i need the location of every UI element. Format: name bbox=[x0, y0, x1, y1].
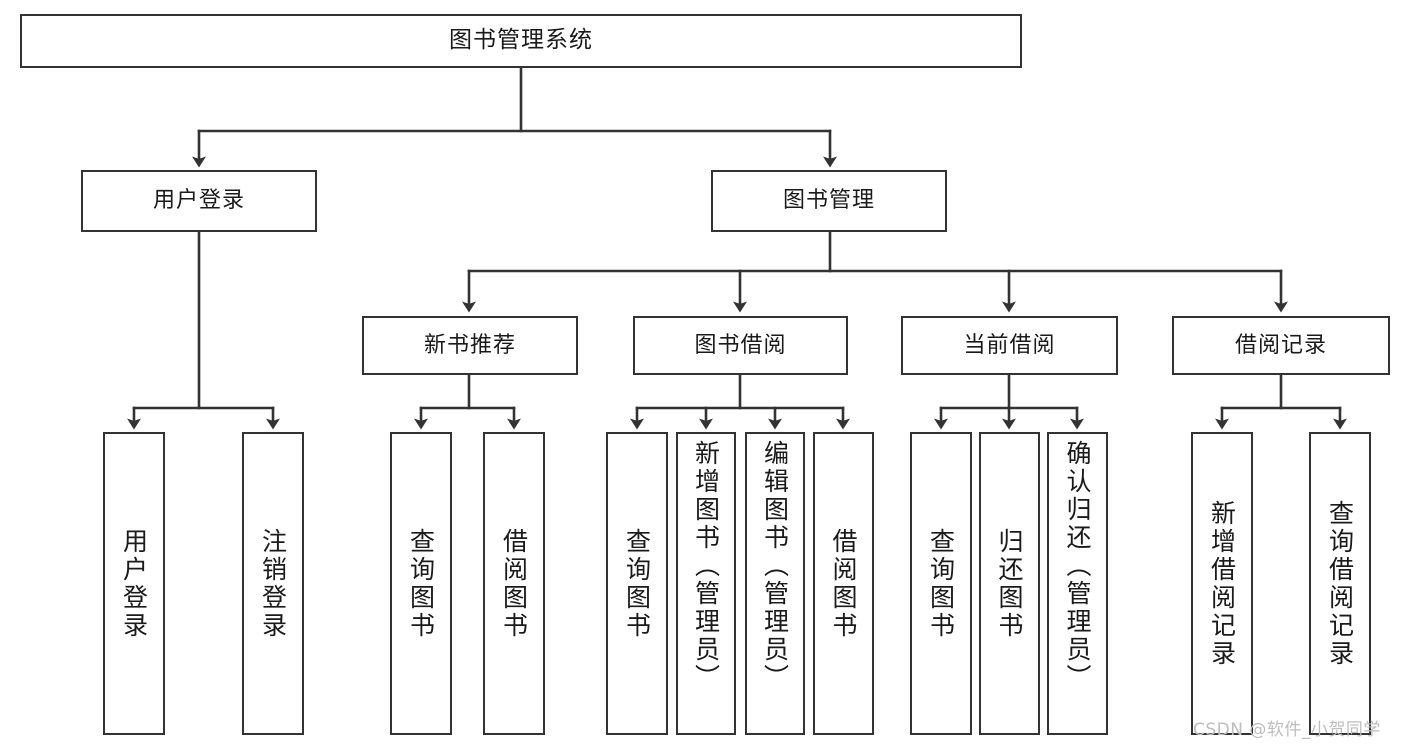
node-new-book-recommend[interactable]: 新书推荐 bbox=[362, 316, 578, 375]
leaf-new-query-book[interactable]: 查询图书 bbox=[390, 432, 452, 735]
leaf-new-borrow-book[interactable]: 借阅图书 bbox=[483, 432, 545, 735]
leaf-current-query-book[interactable]: 查询图书 bbox=[910, 432, 972, 735]
node-book-borrow[interactable]: 图书借阅 bbox=[633, 316, 848, 375]
node-book-management-label: 图书管理 bbox=[782, 188, 875, 214]
node-user-login[interactable]: 用户登录 bbox=[81, 170, 317, 232]
leaf-edit-book-admin[interactable]: 编辑图书（管理员） bbox=[745, 432, 805, 735]
leaf-borrow-book-label: 借阅图书 bbox=[829, 527, 858, 640]
leaf-new-query-book-label: 查询图书 bbox=[406, 527, 436, 640]
leaf-borrow-query-book-label: 查询图书 bbox=[622, 527, 652, 640]
node-root[interactable]: 图书管理系统 bbox=[20, 14, 1022, 68]
leaf-new-borrow-book-label: 借阅图书 bbox=[499, 527, 529, 640]
leaf-return-book[interactable]: 归还图书 bbox=[979, 432, 1040, 735]
node-root-label: 图书管理系统 bbox=[449, 27, 593, 54]
leaf-confirm-return-admin[interactable]: 确认归还（管理员） bbox=[1047, 432, 1108, 735]
leaf-current-query-book-label: 查询图书 bbox=[926, 527, 956, 640]
node-current-borrow-label: 当前借阅 bbox=[963, 332, 1056, 358]
leaf-edit-book-admin-label: 编辑图书（管理员） bbox=[760, 440, 790, 692]
leaf-query-borrow-record-label: 查询借阅记录 bbox=[1325, 499, 1355, 668]
node-current-borrow[interactable]: 当前借阅 bbox=[901, 316, 1118, 375]
leaf-add-borrow-record-label: 新增借阅记录 bbox=[1207, 499, 1237, 668]
node-new-book-recommend-label: 新书推荐 bbox=[423, 332, 516, 358]
leaf-logout[interactable]: 注销登录 bbox=[242, 432, 304, 735]
leaf-user-login-label: 用户登录 bbox=[119, 527, 149, 640]
leaf-return-book-label: 归还图书 bbox=[995, 527, 1024, 640]
csdn-watermark: CSDN @软件_小贺同学 bbox=[1193, 720, 1381, 740]
leaf-add-book-admin[interactable]: 新增图书（管理员） bbox=[676, 432, 736, 735]
node-borrow-records-label: 借阅记录 bbox=[1234, 332, 1327, 358]
leaf-add-book-admin-label: 新增图书（管理员） bbox=[691, 440, 721, 692]
leaf-borrow-book[interactable]: 借阅图书 bbox=[813, 432, 874, 735]
leaf-logout-label: 注销登录 bbox=[258, 527, 288, 640]
leaf-user-login[interactable]: 用户登录 bbox=[103, 432, 165, 735]
node-user-login-label: 用户登录 bbox=[152, 188, 245, 214]
leaf-query-borrow-record[interactable]: 查询借阅记录 bbox=[1309, 432, 1371, 735]
leaf-add-borrow-record[interactable]: 新增借阅记录 bbox=[1191, 432, 1253, 735]
node-borrow-records[interactable]: 借阅记录 bbox=[1172, 316, 1390, 375]
leaf-confirm-return-admin-label: 确认归还（管理员） bbox=[1063, 440, 1092, 692]
node-book-borrow-label: 图书借阅 bbox=[694, 332, 787, 358]
node-book-management[interactable]: 图书管理 bbox=[711, 170, 947, 232]
leaf-borrow-query-book[interactable]: 查询图书 bbox=[606, 432, 668, 735]
